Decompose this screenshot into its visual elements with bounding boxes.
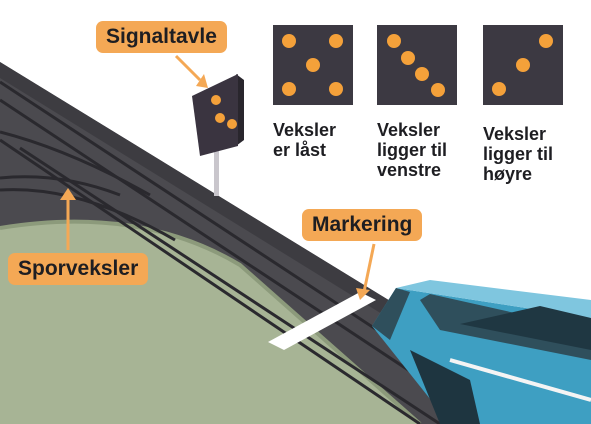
legend-label-right: Veksler ligger til høyre [483, 124, 553, 184]
switch-rails [0, 130, 176, 242]
legend-line: er låst [273, 140, 327, 160]
pattern-dot [431, 83, 445, 97]
train [372, 280, 591, 424]
pattern-dot [282, 34, 296, 48]
pattern-dot [282, 82, 296, 96]
callout-pointers [66, 54, 376, 293]
pattern-dot [516, 58, 530, 72]
pattern-dot [329, 34, 343, 48]
pattern-locked [273, 25, 353, 105]
legend-label-left: Veksler ligger til venstre [377, 120, 447, 180]
pointer-arrowhead [356, 288, 370, 300]
pattern-dot [401, 51, 415, 65]
pattern-dot [415, 67, 429, 81]
pattern-dot [387, 34, 401, 48]
pointer-arrowhead [196, 74, 208, 88]
legend-line: venstre [377, 160, 442, 180]
pattern-dot [539, 34, 553, 48]
pattern-dot [306, 58, 320, 72]
legend-line: ligger til [483, 144, 554, 164]
callout-switch: Sporveksler [8, 253, 149, 285]
marking-line [268, 292, 376, 350]
signal-light [215, 113, 225, 123]
grass-edge [0, 219, 422, 424]
legend-line: Veksler [273, 120, 337, 140]
signal-light [227, 119, 237, 129]
signal-board [192, 74, 238, 156]
legend-label-locked: Veksler er låst [273, 120, 336, 160]
signal-light [211, 95, 221, 105]
pattern-right [483, 25, 563, 105]
pattern-left [377, 25, 457, 105]
pattern-dot [492, 82, 506, 96]
signal-pole [214, 148, 219, 196]
legend-line: høyre [483, 164, 533, 184]
callout-signal-board: Signaltavle [96, 21, 227, 53]
callout-marking: Markering [302, 209, 423, 241]
pattern-dot [329, 82, 343, 96]
legend-line: Veksler [377, 120, 441, 140]
legend-line: ligger til [377, 140, 448, 160]
legend-line: Veksler [483, 124, 547, 144]
pointer-arrowhead [60, 188, 76, 200]
